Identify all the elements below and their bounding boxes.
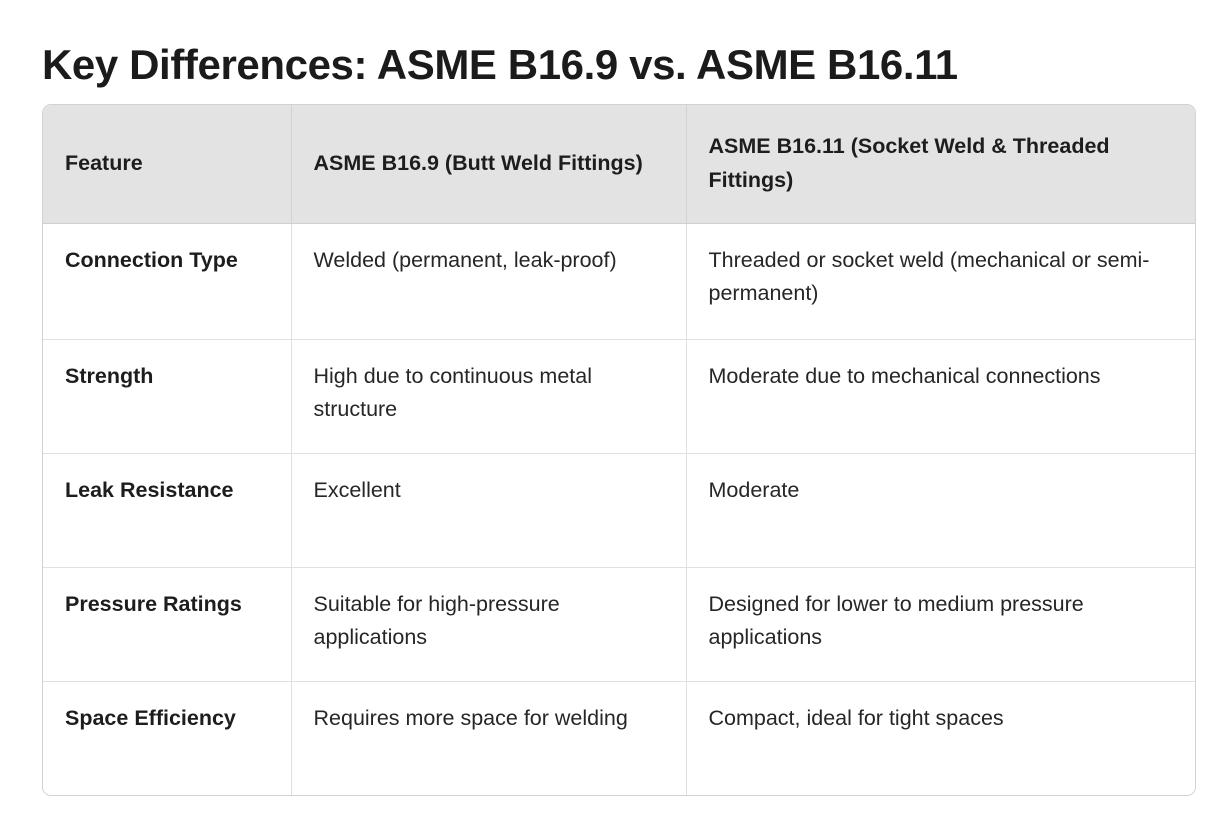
page-title: Key Differences: ASME B16.9 vs. ASME B16…: [42, 41, 958, 89]
row-value-b169: Suitable for high-pressure applications: [291, 567, 687, 682]
table-body: Connection Type Welded (permanent, leak-…: [43, 223, 1195, 795]
row-feature-label: Pressure Ratings: [43, 567, 292, 682]
row-value-b169: High due to continuous metal structure: [291, 339, 687, 454]
table-header-row: Feature ASME B16.9 (Butt Weld Fittings) …: [43, 105, 1195, 224]
row-feature-label: Space Efficiency: [43, 681, 292, 795]
row-feature-label: Connection Type: [43, 223, 292, 340]
table-row: Pressure Ratings Suitable for high-press…: [43, 567, 1195, 682]
row-value-b1611: Threaded or socket weld (mechanical or s…: [686, 223, 1195, 340]
comparison-table-container: Feature ASME B16.9 (Butt Weld Fittings) …: [42, 104, 1196, 796]
table-row: Connection Type Welded (permanent, leak-…: [43, 223, 1195, 340]
row-value-b1611: Moderate due to mechanical connections: [686, 339, 1195, 454]
row-value-b169: Requires more space for welding: [291, 681, 687, 795]
row-value-b1611: Designed for lower to medium pressure ap…: [686, 567, 1195, 682]
row-feature-label: Strength: [43, 339, 292, 454]
table-row: Leak Resistance Excellent Moderate: [43, 453, 1195, 568]
row-value-b169: Excellent: [291, 453, 687, 568]
table-row: Space Efficiency Requires more space for…: [43, 681, 1195, 795]
row-feature-label: Leak Resistance: [43, 453, 292, 568]
table-header: Feature ASME B16.9 (Butt Weld Fittings) …: [43, 105, 1195, 224]
comparison-table: Feature ASME B16.9 (Butt Weld Fittings) …: [43, 105, 1195, 795]
column-header-asme-b16-9: ASME B16.9 (Butt Weld Fittings): [291, 105, 687, 224]
row-value-b1611: Compact, ideal for tight spaces: [708, 705, 1004, 730]
table-row: Strength High due to continuous metal st…: [43, 339, 1195, 454]
column-header-feature: Feature: [43, 105, 292, 224]
row-value-b169: Welded (permanent, leak-proof): [291, 223, 687, 340]
row-value-b1611: Moderate: [686, 453, 1195, 568]
column-header-asme-b16-11: ASME B16.11 (Socket Weld & Threaded Fitt…: [686, 105, 1195, 224]
